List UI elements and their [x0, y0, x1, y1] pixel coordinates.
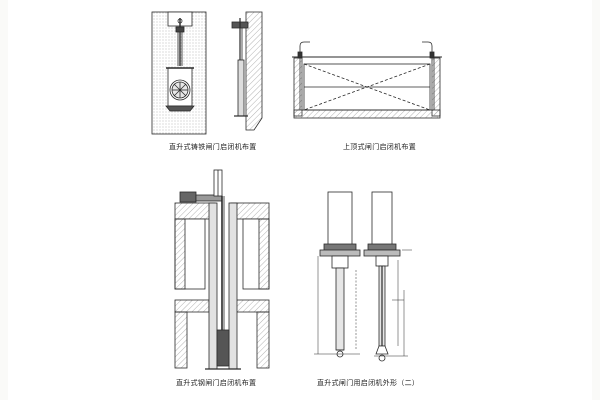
- caption-cast-iron-gate: 直升式铸铁闸门启闭机布置: [169, 143, 257, 151]
- caption-hoist-outline: 直升式闸门用启闭机外形（二）: [317, 379, 420, 387]
- diagram-steel-gate: [174, 169, 270, 370]
- hoist-left-unit: [314, 191, 361, 358]
- diagram-top-lift-gate: [292, 41, 442, 119]
- cast-iron-gate-front-view: [151, 11, 207, 135]
- diagram-hoist-outline: [314, 191, 412, 362]
- hoist-right-unit: [363, 191, 412, 362]
- cast-iron-gate-side-section: [231, 11, 263, 131]
- caption-top-lift-gate: 上顶式闸门启闭机布置: [343, 143, 416, 151]
- diagram-cast-iron-gate: [151, 11, 263, 135]
- caption-steel-gate: 直升式钢闸门启闭机布置: [176, 379, 257, 387]
